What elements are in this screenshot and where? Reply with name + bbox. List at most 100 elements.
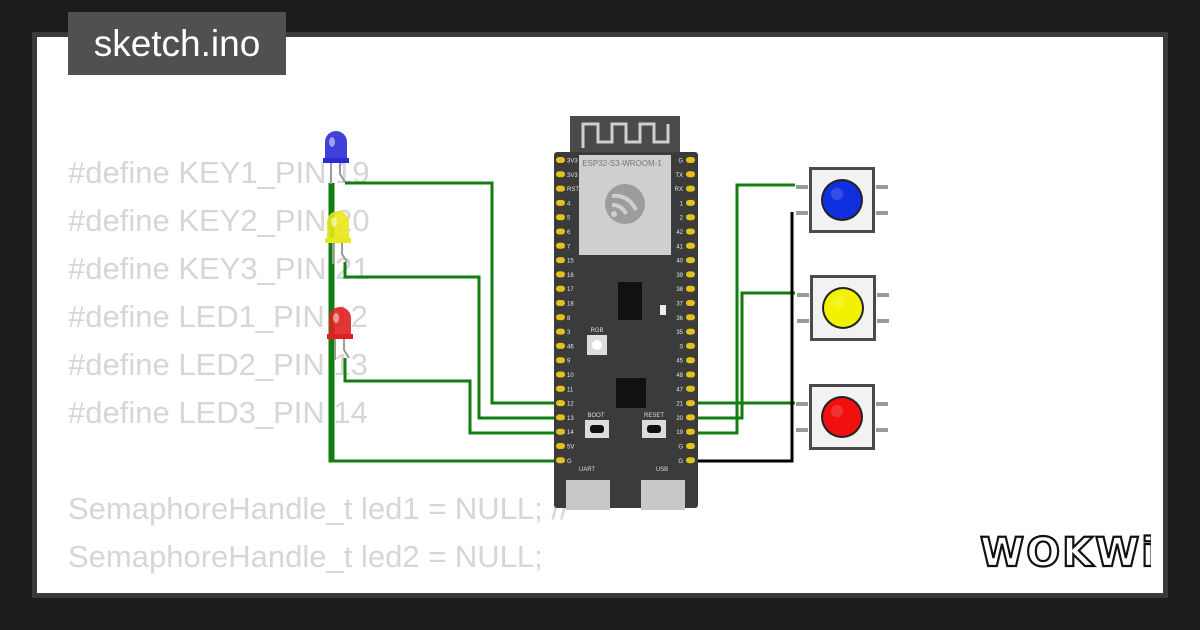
pin-6[interactable] [556, 228, 565, 235]
pin-label: 9 [567, 359, 571, 365]
pin-g[interactable] [556, 457, 565, 464]
pin-label: 1 [680, 201, 684, 207]
pin-2[interactable] [686, 214, 695, 221]
pin-3v3[interactable] [556, 171, 565, 178]
wokwi-logo: WOKWi [979, 529, 1151, 577]
pin-17[interactable] [556, 285, 565, 292]
pin-rx[interactable] [686, 185, 695, 192]
pin-label: 5V [567, 445, 574, 451]
pin-16[interactable] [556, 271, 565, 278]
led-group [323, 131, 353, 360]
pin-10[interactable] [556, 371, 565, 378]
pin-label: G [678, 159, 683, 165]
pin-tx[interactable] [686, 171, 695, 178]
pin-label: 45 [676, 359, 683, 365]
pin-11[interactable] [556, 385, 565, 392]
blue-led[interactable] [323, 131, 349, 184]
pin-1[interactable] [686, 199, 695, 206]
pin-label: 41 [676, 244, 683, 250]
pin-3v3[interactable] [556, 157, 565, 163]
pin-41[interactable] [686, 242, 695, 249]
pin-label: RX [675, 187, 683, 193]
antenna-trace [581, 122, 670, 148]
pin-label: 39 [676, 273, 683, 279]
wire-led1 [345, 181, 560, 405]
pin-label: 15 [567, 259, 574, 265]
wire-led3 [343, 358, 560, 435]
pin-5[interactable] [556, 214, 565, 221]
pin-label: 36 [676, 316, 683, 322]
pin-45[interactable] [686, 357, 695, 364]
rgb-label: RGB [590, 328, 603, 334]
pin-36[interactable] [686, 314, 695, 321]
pin-48[interactable] [686, 371, 695, 378]
red-pushbutton[interactable] [796, 384, 888, 450]
pin-label: 37 [676, 302, 683, 308]
pin-4[interactable] [556, 199, 565, 206]
pin-12[interactable] [556, 400, 565, 407]
pin-5v[interactable] [556, 443, 565, 449]
wire-gnd-leds [328, 183, 560, 463]
pin-label: G [678, 445, 683, 451]
wire-led2 [343, 262, 560, 420]
pin-g[interactable] [686, 457, 695, 464]
pin-18[interactable] [556, 300, 565, 306]
pin-label: 20 [676, 416, 683, 422]
pin-label: G [567, 459, 572, 465]
pin-label: 11 [567, 387, 574, 393]
pin-label: TX [675, 173, 683, 179]
pin-label: 35 [676, 330, 683, 336]
yellow-pushbutton[interactable] [797, 275, 889, 341]
pin-13[interactable] [556, 414, 565, 421]
pin-9[interactable] [556, 357, 565, 364]
pin-15[interactable] [556, 257, 565, 264]
pin-38[interactable] [686, 285, 695, 292]
pin-label: 8 [567, 316, 571, 322]
blue-pushbutton[interactable] [796, 167, 888, 233]
pin-20[interactable] [686, 414, 695, 421]
pin-label: 40 [676, 259, 683, 265]
pin-g[interactable] [686, 443, 695, 449]
small-component [660, 305, 666, 315]
pin-39[interactable] [686, 271, 695, 278]
pin-7[interactable] [556, 242, 565, 249]
uart-port[interactable] [566, 480, 610, 510]
usb-port[interactable] [641, 480, 685, 510]
pin-14[interactable] [556, 428, 565, 435]
pin-42[interactable] [686, 228, 695, 235]
pin-label: 21 [676, 402, 683, 408]
pin-label: 16 [567, 273, 574, 279]
pin-label: 38 [676, 287, 683, 293]
file-tab[interactable]: sketch.ino [68, 12, 286, 75]
pin-40[interactable] [686, 257, 695, 264]
pin-label: 10 [567, 373, 574, 379]
pin-21[interactable] [686, 400, 695, 407]
esp32-s3-board[interactable]: ESP32-S3-WROOM-1 RGB BOOT RESET UAR [554, 116, 698, 510]
pin-8[interactable] [556, 314, 565, 321]
pin-47[interactable] [686, 385, 695, 392]
pin-label: 3V3 [567, 159, 578, 165]
pin-46[interactable] [556, 342, 565, 349]
red-led[interactable] [327, 307, 353, 360]
pin-rst[interactable] [556, 185, 565, 192]
pin-19[interactable] [686, 428, 695, 435]
wire-key1 [688, 183, 795, 435]
pin-label: 42 [676, 230, 683, 236]
code-line: SemaphoreHandle_t led3 = NULL; [68, 581, 569, 593]
pin-35[interactable] [686, 328, 695, 335]
pin-label: 5 [567, 216, 571, 222]
pin-37[interactable] [686, 300, 695, 306]
svg-text:WOKWi: WOKWi [980, 530, 1151, 576]
yellow-led[interactable] [325, 211, 351, 264]
pin-label: 14 [567, 430, 574, 436]
espressif-logo-icon [605, 184, 645, 224]
pin-g[interactable] [686, 157, 695, 163]
pin-label: RST [567, 187, 579, 193]
pin-0[interactable] [686, 342, 695, 349]
pin-3[interactable] [556, 328, 565, 335]
code-line: SemaphoreHandle_t led2 = NULL; [68, 539, 543, 574]
pin-label: 12 [567, 402, 574, 408]
pin-label: G [678, 459, 683, 465]
